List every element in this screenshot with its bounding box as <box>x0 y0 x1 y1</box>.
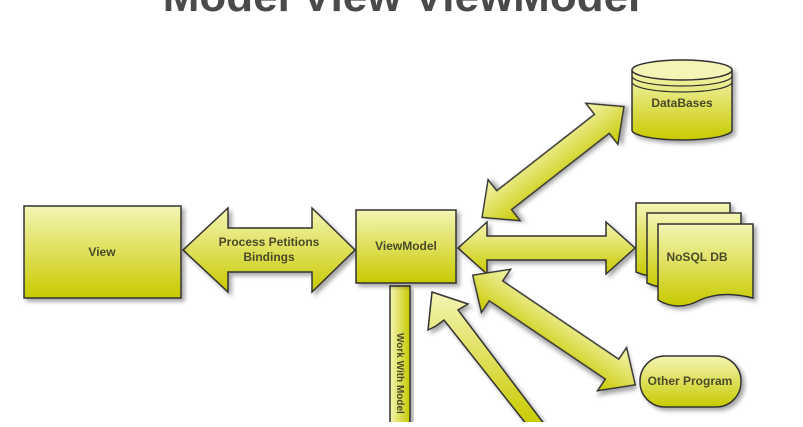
diagram-title: Model View ViewModel <box>0 0 803 22</box>
arrow-label-line1: Process Petitions <box>219 235 320 249</box>
double-arrow-shape <box>181 206 357 294</box>
cylinder-ring <box>631 75 733 87</box>
nosql-node: NoSQL DB <box>635 202 754 307</box>
cylinder-ring <box>631 81 733 93</box>
viewmodel-databases-arrow <box>481 102 625 222</box>
viewmodel-nosql-arrow <box>456 220 637 276</box>
viewmodel-box <box>355 209 457 284</box>
other-program-node: Other Program <box>639 355 742 408</box>
cylinder-body <box>631 70 733 141</box>
viewmodel-label: ViewModel <box>375 239 437 253</box>
double-arrow-shape <box>481 102 625 222</box>
other-program-box <box>639 355 742 408</box>
double-arrow-shape <box>456 220 637 276</box>
double-arrow-shape <box>471 268 637 392</box>
viewmodel-node: ViewModel <box>355 209 457 284</box>
work-with-model-label: Work With Model <box>394 333 405 414</box>
view-node: View <box>23 205 182 299</box>
nosql-label: NoSQL DB <box>666 250 727 264</box>
viewmodel-other-program-arrow <box>471 268 637 392</box>
view-viewmodel-arrow: Process Petitions Bindings <box>181 206 357 294</box>
cylinder-top <box>631 59 733 81</box>
other-program-label: Other Program <box>648 374 733 388</box>
databases-node: DataBases <box>631 59 733 141</box>
document-front <box>657 223 754 307</box>
work-with-model-connector: Work With Model <box>389 285 411 427</box>
arrow-label-line2: Bindings <box>243 250 295 264</box>
databases-label: DataBases <box>651 96 713 110</box>
view-label: View <box>88 245 116 259</box>
view-box <box>23 205 182 299</box>
